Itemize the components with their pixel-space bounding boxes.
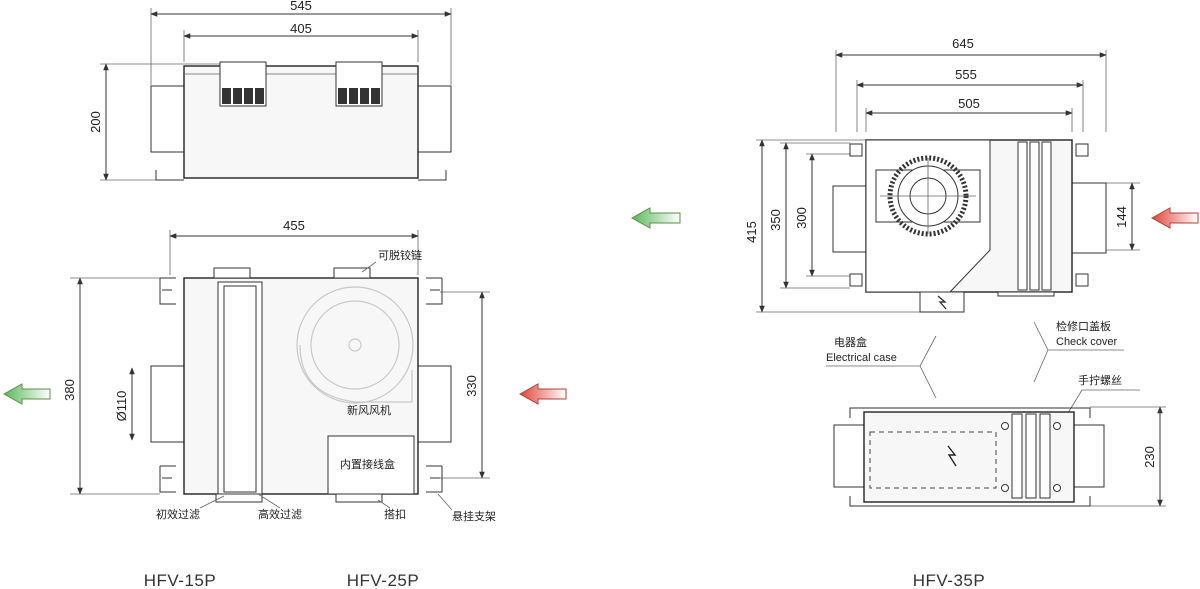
label-fan: 新风风机	[347, 403, 391, 417]
front-left-duct	[150, 365, 185, 443]
r-right-duct	[1071, 182, 1107, 254]
front-right-duct	[417, 365, 452, 443]
rb-hidden-fan	[869, 431, 997, 489]
dim-350: 350	[768, 209, 783, 231]
dim-545: 545	[290, 0, 312, 13]
label-hepa-filter: 高效过滤	[258, 507, 302, 521]
top-body	[183, 65, 419, 179]
dim-555: 555	[955, 67, 977, 82]
hinge-right	[333, 267, 371, 279]
dim-415: 415	[744, 221, 759, 243]
top-view: 545 405 200	[88, 0, 452, 181]
dim-505: 505	[958, 96, 980, 111]
dim-230: 230	[1142, 446, 1157, 468]
rb-right-duct	[1073, 424, 1105, 488]
label-thumb-screw: 手拧螺丝	[1078, 373, 1122, 387]
inflow-arrow-right	[1150, 207, 1199, 229]
right-front-view: 645 555 505 415 350 300 144	[744, 36, 1140, 313]
junction-box	[327, 435, 415, 495]
rb-body	[863, 411, 1075, 503]
dim-300: 300	[794, 207, 809, 229]
r-filter-1	[1017, 141, 1028, 291]
model-hfv-15p: HFV-15P	[144, 571, 216, 589]
outflow-arrow-right	[630, 207, 681, 229]
top-right-duct	[417, 85, 452, 153]
top-latch-right	[335, 61, 383, 107]
right-bottom-view: 230	[833, 406, 1166, 507]
dim-405: 405	[290, 21, 312, 36]
dim-645: 645	[952, 36, 974, 51]
dim-380: 380	[62, 379, 77, 401]
dim-144: 144	[1114, 206, 1129, 228]
dim-330: 330	[464, 375, 479, 397]
elec-leader	[826, 335, 937, 399]
label-elec-cn: 电器盒	[834, 335, 867, 349]
hanger-bracket	[159, 277, 176, 305]
r-left-duct	[832, 185, 867, 253]
label-primary-filter: 初效过滤	[156, 507, 200, 521]
fan-outline	[296, 286, 414, 404]
dim-455: 455	[283, 218, 305, 233]
top-left-duct	[150, 85, 185, 153]
front-view: 455 380 330 Ø110	[2, 218, 567, 523]
r-check-cover	[997, 291, 1055, 297]
label-latch: 搭扣	[384, 507, 406, 521]
label-check-cn: 检修口盖板	[1056, 319, 1111, 333]
model-hfv-25p: HFV-25P	[347, 571, 419, 589]
hinge-left	[213, 267, 251, 279]
latch-tab	[335, 493, 383, 503]
thumb-screw	[1053, 422, 1061, 430]
primary-filter-tab	[215, 493, 263, 503]
model-hfv-35p: HFV-35P	[913, 571, 985, 589]
label-elec-en: Electrical case	[826, 352, 897, 364]
label-junction-box: 内置接线盒	[340, 457, 395, 471]
label-hinge: 可脱铰链	[378, 248, 422, 262]
dim-110: Ø110	[114, 391, 129, 422]
outflow-arrow-left	[2, 383, 51, 405]
check-leader	[1033, 321, 1124, 383]
rb-left-duct	[833, 424, 865, 488]
right-labels: 电器盒 Electrical case 检修口盖板 Check cover 手拧…	[826, 319, 1140, 427]
inflow-arrow-left	[518, 383, 567, 405]
dim-200: 200	[88, 111, 103, 133]
label-hanger: 悬挂支架	[452, 509, 496, 523]
label-check-en: Check cover	[1056, 336, 1117, 348]
rb-filter-1	[1011, 413, 1023, 499]
